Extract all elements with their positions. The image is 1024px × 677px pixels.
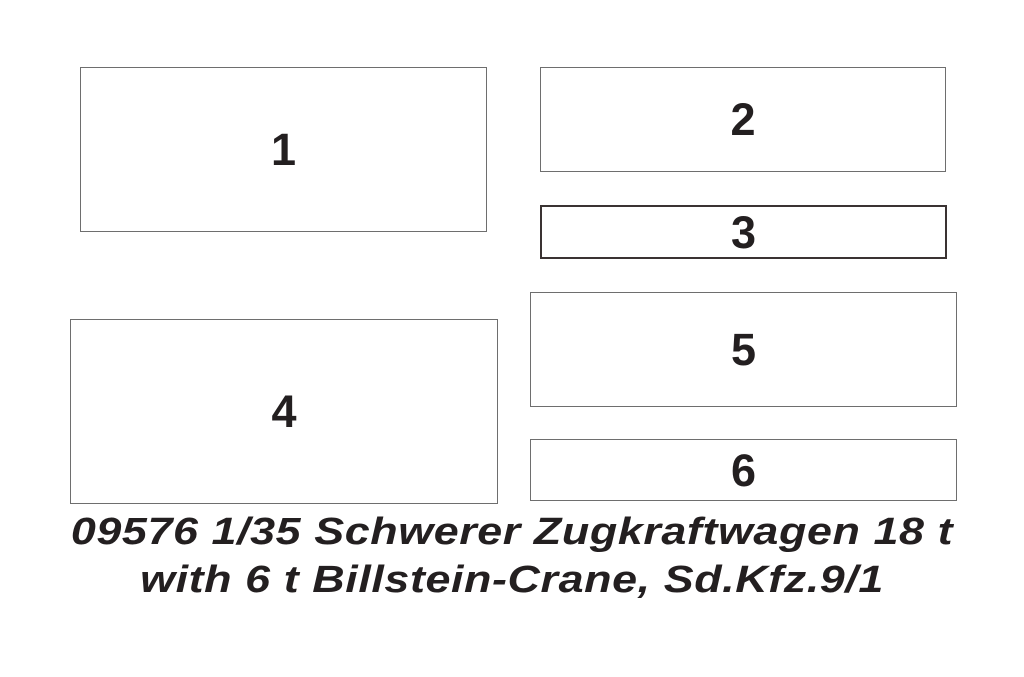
parts-box-2: 2 xyxy=(540,67,946,172)
box-label: 5 xyxy=(730,324,757,375)
box-label: 6 xyxy=(730,444,757,496)
parts-box-6: 6 xyxy=(530,439,957,501)
box-label: 1 xyxy=(270,124,297,175)
parts-box-1: 1 xyxy=(80,67,487,232)
kit-caption: 09576 1/35 Schwerer Zugkraftwagen 18 t w… xyxy=(0,508,1024,604)
parts-box-3: 3 xyxy=(540,205,947,259)
box-label: 2 xyxy=(730,94,756,145)
parts-box-4: 4 xyxy=(70,319,498,504)
caption-line-1: 09576 1/35 Schwerer Zugkraftwagen 18 t xyxy=(70,511,954,553)
box-label: 4 xyxy=(271,386,297,437)
caption-line-2: with 6 t Billstein-Crane, Sd.Kfz.9/1 xyxy=(140,559,884,601)
parts-box-5: 5 xyxy=(530,292,957,407)
box-label: 3 xyxy=(730,206,757,258)
